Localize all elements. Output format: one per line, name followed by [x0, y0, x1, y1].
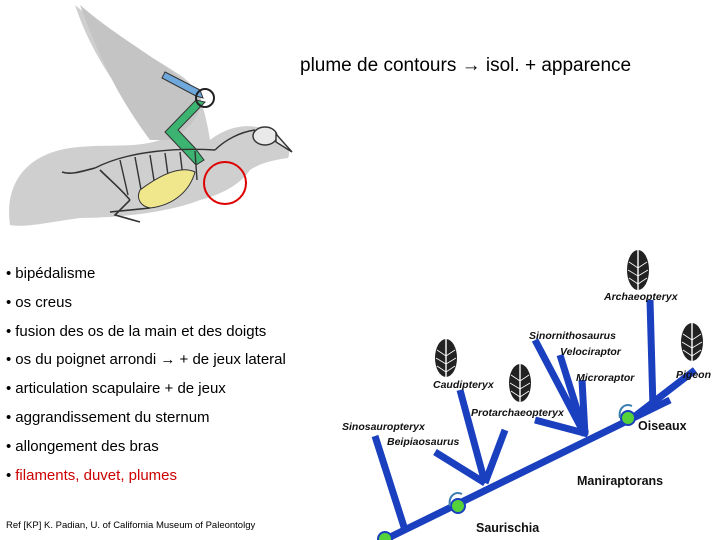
bullet-dot: •: [6, 466, 12, 484]
branch-main: [378, 396, 672, 540]
group-maniraptorans: Maniraptorans: [577, 474, 663, 488]
branch-beipiaosaurus: [433, 449, 487, 486]
node-oiseaux: [620, 410, 636, 426]
node-saurischia: [450, 498, 466, 514]
taxon-microraptor: Microraptor: [576, 372, 635, 384]
trait-item: •allongement des bras: [6, 435, 286, 464]
branch-microraptor: [578, 379, 589, 436]
trait-text: aggrandissement du sternum: [15, 408, 210, 426]
tree-branches: [371, 299, 698, 540]
feather-icon: [509, 364, 531, 406]
bird-skeleton-illustration: [9, 5, 293, 226]
group-saurischia: Saurischia: [476, 521, 540, 535]
branch-archaeopteryx: [646, 299, 657, 409]
trait-item: •os creus: [6, 291, 286, 320]
leg-bones: [61, 167, 151, 223]
feather-icon: [435, 339, 457, 381]
trait-list: •bipédalisme•os creus•fusion des os de l…: [6, 262, 286, 492]
node-feather-marker: [618, 404, 633, 419]
branch-protarch-sub: [481, 428, 509, 485]
trait-item: •filaments, duvet, plumes: [6, 464, 286, 493]
neck-skull: [214, 126, 293, 153]
taxon-caudipteryx: Caudipteryx: [433, 379, 495, 391]
reference-note: Ref [KP] K. Padian, U. of California Mus…: [6, 520, 256, 531]
bullet-dot: •: [6, 322, 12, 340]
taxon-sinornithosaurus: Sinornithosaurus: [529, 330, 616, 342]
trait-text: allongement des bras: [15, 437, 159, 455]
trait-text: os creus: [15, 293, 72, 311]
branch-protarchaeopteryx: [534, 416, 589, 438]
trait-item: •bipédalisme: [6, 262, 286, 291]
branch-sinosauropteryx: [371, 434, 409, 532]
bullet-dot: •: [6, 293, 12, 311]
taxon-protarchaeopteryx: Protarchaeopteryx: [471, 407, 565, 419]
group-oiseaux: Oiseaux: [638, 419, 687, 433]
feather-icon: [681, 323, 703, 365]
bird-wing: [80, 5, 201, 140]
branch-pigeon: [627, 367, 698, 423]
sternum-bone: [137, 169, 196, 209]
slide-title: plume de contours → isol. + apparence: [300, 55, 632, 76]
taxon-pigeon: Pigeon: [676, 369, 711, 381]
trait-item: •fusion des os de la main et des doigts: [6, 320, 286, 349]
wing-bones: [161, 71, 204, 99]
wrist-joint-circle: [195, 88, 215, 108]
branch-caudipteryx: [456, 389, 489, 484]
bullet-dot: •: [6, 437, 12, 455]
bullet-dot: •: [6, 351, 12, 369]
phylogenetic-tree: Archaeopteryx Sinornithosaurus Velocirap…: [342, 250, 711, 540]
feather-icon: [627, 250, 649, 294]
trait-text: os du poignet arrondi → + de jeux latera…: [15, 351, 286, 369]
taxon-archaeopteryx: Archaeopteryx: [603, 291, 679, 303]
trait-text: bipédalisme: [15, 265, 96, 282]
taxon-velociraptor: Velociraptor: [560, 346, 622, 358]
bullet-dot: •: [6, 408, 12, 426]
node-base: [377, 531, 393, 540]
trait-item: •articulation scapulaire + de jeux: [6, 377, 286, 406]
trait-text: filaments, duvet, plumes: [15, 466, 178, 484]
trait-item: •aggrandissement du sternum: [6, 406, 286, 435]
bullet-dot: •: [6, 380, 12, 398]
taxon-sinosauropteryx: Sinosauropteryx: [342, 421, 426, 433]
trait-item: •os du poignet arrondi → + de jeux later…: [6, 348, 286, 377]
taxon-beipiaosaurus: Beipiaosaurus: [387, 436, 460, 448]
bullet-dot: •: [6, 265, 12, 282]
node-feather-marker: [448, 492, 463, 507]
trait-text: articulation scapulaire + de jeux: [15, 380, 226, 398]
trait-text: fusion des os de la main et des doigts: [15, 322, 267, 340]
crop-highlight-circle: [203, 161, 247, 205]
